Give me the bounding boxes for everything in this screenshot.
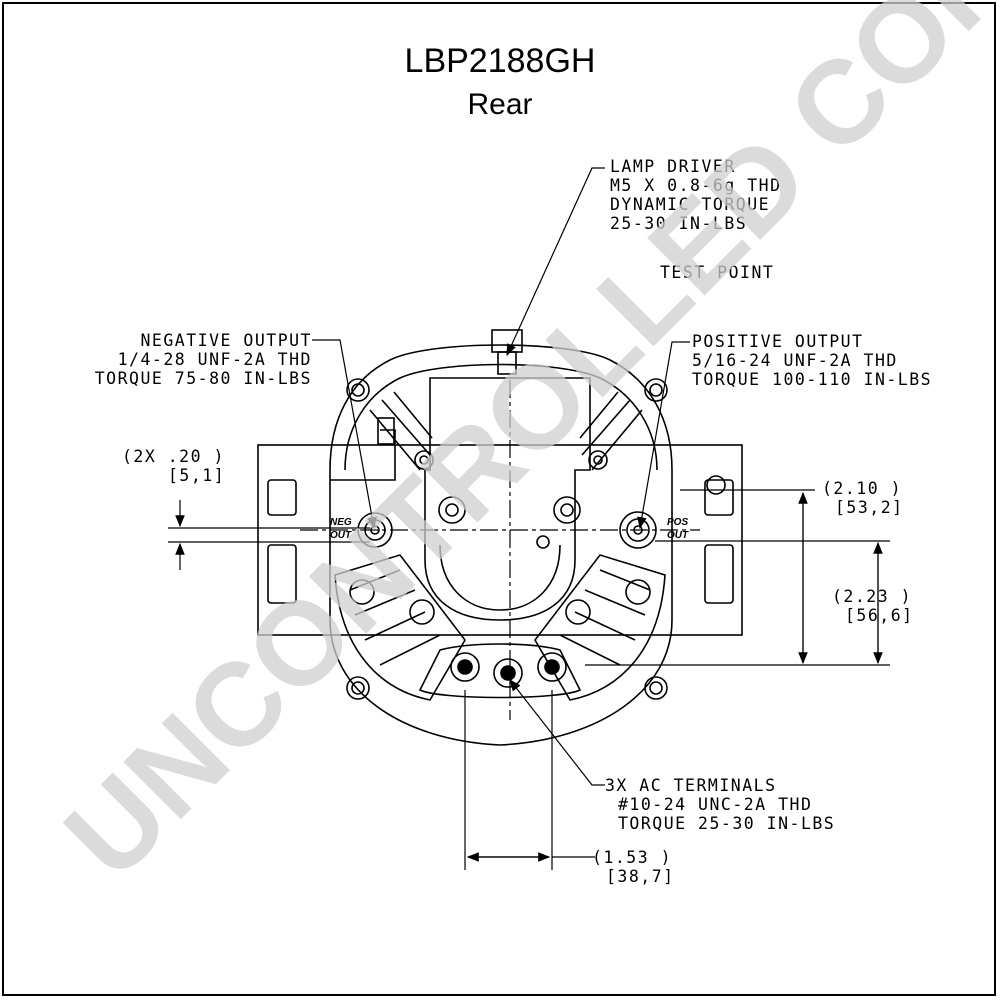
negative-output-line1: NEGATIVE OUTPUT [140, 331, 312, 350]
drawing-subtitle: Rear [467, 88, 533, 121]
test-point-label: TEST POINT [660, 263, 774, 282]
hole-spacing-mm: [5,1] [168, 466, 225, 485]
ac-terminals-line3: TORQUE 25-30 IN-LBS [618, 814, 835, 833]
pos-label-line2: OUT [667, 530, 689, 541]
alternator-outline [257, 329, 743, 746]
pos-label-line1: POS [667, 517, 688, 528]
positive-output-line1: POSITIVE OUTPUT [692, 332, 864, 351]
ac-terminals-callout: 3X AC TERMINALS #10-24 UNC-2A THD TORQUE… [605, 776, 835, 833]
neg-label-line2: OUT [330, 530, 352, 541]
dimension-lines [168, 167, 890, 870]
height-upper-inch: (2.10 ) [822, 479, 902, 498]
negative-output-line2: 1/4-28 UNF-2A THD [118, 350, 312, 369]
ac-spacing-mm: [38,7] [606, 867, 675, 886]
lamp-driver-line2: M5 X 0.8-6g THD [610, 176, 782, 195]
positive-output-line2: 5/16-24 UNF-2A THD [692, 351, 898, 370]
lamp-driver-callout: LAMP DRIVER M5 X 0.8-6g THD DYNAMIC TORQ… [610, 157, 782, 233]
lamp-driver-line1: LAMP DRIVER [610, 157, 736, 176]
lamp-driver-line4: 25-30 IN-LBS [610, 214, 747, 233]
neg-label-line1: NEG [330, 517, 352, 528]
positive-output-line3: TORQUE 100-110 IN-LBS [692, 370, 932, 389]
hole-spacing-inch: (2X .20 ) [122, 447, 225, 466]
lamp-driver-line3: DYNAMIC TORQUE [610, 195, 770, 214]
height-lower-inch: (2.23 ) [832, 587, 912, 606]
drawing-title: LBP2188GH [404, 42, 596, 80]
negative-output-callout: NEGATIVE OUTPUT 1/4-28 UNF-2A THD TORQUE… [95, 331, 312, 388]
height-lower-mm: [56,6] [845, 606, 914, 625]
ac-terminals-line1: 3X AC TERMINALS [605, 776, 777, 795]
positive-output-callout: POSITIVE OUTPUT 5/16-24 UNF-2A THD TORQU… [692, 332, 932, 389]
ac-spacing-inch: (1.53 ) [592, 848, 672, 867]
center-lines [300, 380, 700, 720]
ac-terminals-line2: #10-24 UNC-2A THD [618, 795, 812, 814]
negative-output-line3: TORQUE 75-80 IN-LBS [95, 369, 312, 388]
height-upper-mm: [53,2] [835, 498, 904, 517]
